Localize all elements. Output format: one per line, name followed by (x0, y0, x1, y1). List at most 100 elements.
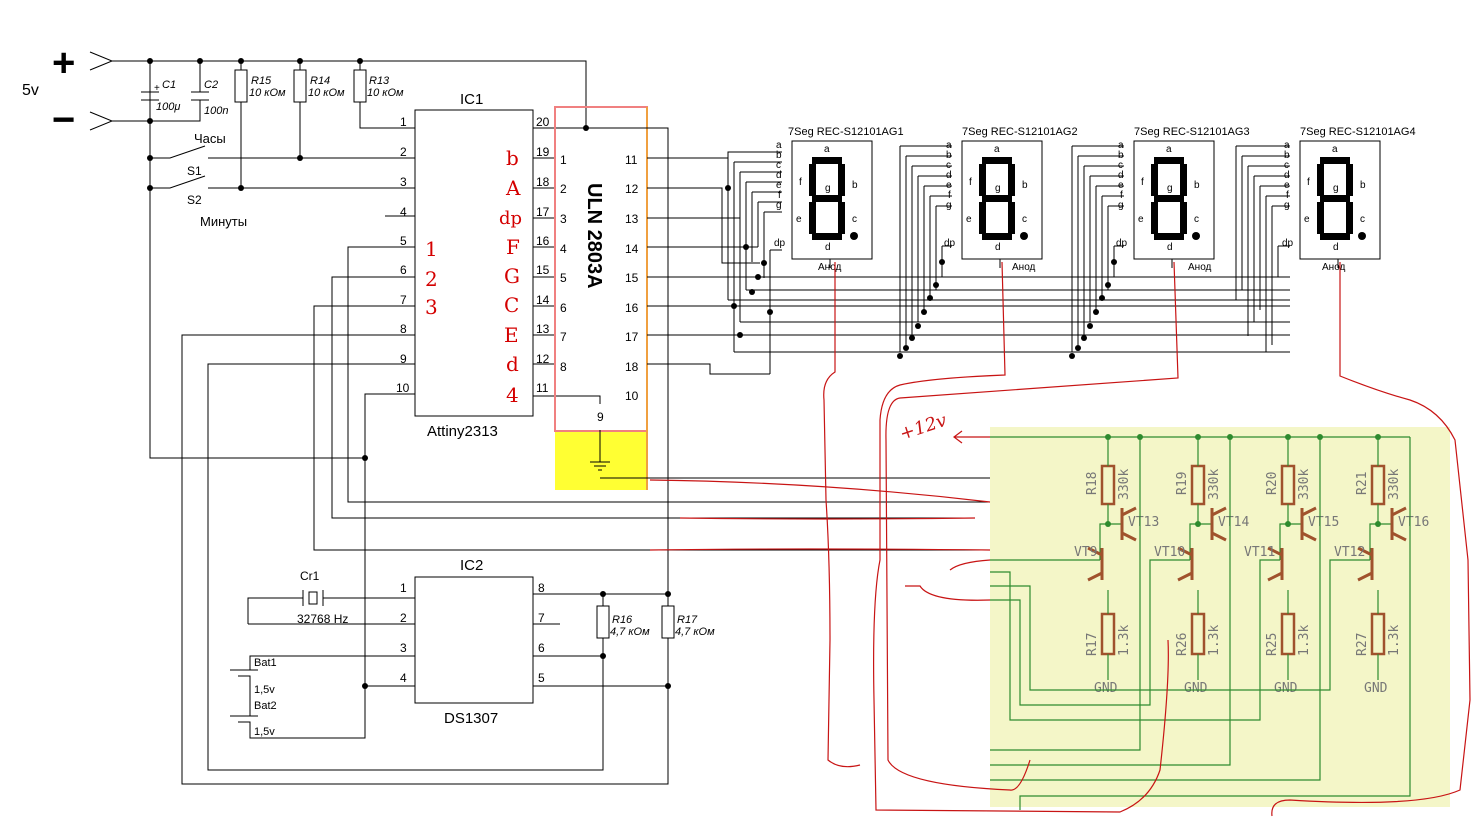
svg-text:g: g (995, 183, 1001, 194)
svg-text:C2: C2 (204, 79, 218, 91)
svg-text:R17: R17 (1085, 633, 1100, 656)
svg-text:f: f (969, 177, 972, 188)
svg-text:G: G (504, 264, 520, 288)
svg-text:GND: GND (1364, 681, 1388, 696)
svg-text:R21: R21 (1355, 472, 1370, 495)
svg-text:12: 12 (536, 352, 550, 366)
svg-text:VT14: VT14 (1218, 515, 1249, 530)
plus-terminal: + (52, 41, 75, 85)
svg-text:11: 11 (536, 381, 549, 395)
segment-notes: b A dp F G C E d 4 1 2 3 (425, 146, 522, 407)
driver-4: R21 330k VT16 VT12 R27 1.3k GND (1334, 434, 1429, 696)
switch-s2: S2 Минуты (150, 175, 415, 229)
svg-text:f: f (1120, 190, 1123, 201)
svg-text:c: c (1360, 214, 1365, 225)
svg-text:1: 1 (425, 237, 438, 261)
svg-text:13: 13 (536, 322, 550, 336)
svg-text:a: a (946, 140, 952, 151)
svg-text:R16: R16 (612, 614, 633, 626)
svg-text:20: 20 (536, 115, 550, 129)
svg-text:a: a (1118, 140, 1124, 151)
svg-text:d: d (506, 352, 519, 376)
resistor-r16: R16 4,7 кОм (207, 363, 650, 771)
svg-text:b: b (776, 150, 782, 161)
svg-text:1: 1 (400, 581, 407, 595)
svg-text:10 кОм: 10 кОм (308, 87, 345, 99)
svg-text:c: c (1194, 214, 1199, 225)
svg-text:330k: 330k (1297, 469, 1312, 500)
svg-text:e: e (776, 180, 782, 191)
svg-text:11: 11 (625, 153, 638, 167)
svg-text:e: e (946, 180, 952, 191)
svg-text:15: 15 (625, 271, 639, 285)
svg-text:Часы: Часы (194, 131, 226, 146)
svg-text:7Seg REC-S12101AG4: 7Seg REC-S12101AG4 (1300, 126, 1416, 138)
svg-text:7: 7 (560, 330, 567, 344)
svg-text:GND: GND (1094, 681, 1118, 696)
uln-gnd-area (555, 430, 647, 490)
resistor-r17: R17 4,7 кОм (181, 127, 715, 785)
svg-text:1.3k: 1.3k (1387, 625, 1402, 656)
svg-text:3: 3 (400, 175, 407, 189)
svg-text:e: e (966, 214, 972, 225)
svg-text:a: a (1332, 144, 1338, 155)
gnd-rail (364, 393, 415, 686)
svg-text:2: 2 (560, 182, 567, 196)
svg-text:d: d (1284, 170, 1290, 181)
svg-text:f: f (948, 190, 951, 201)
svg-text:18: 18 (536, 175, 550, 189)
svg-text:1: 1 (560, 153, 567, 167)
svg-text:8: 8 (538, 581, 545, 595)
svg-text:14: 14 (536, 293, 550, 307)
driver-3: R20 330k VT15 VT11 R25 1.3k GND (1244, 434, 1339, 696)
svg-text:Анод: Анод (1188, 262, 1212, 273)
svg-text:d: d (1118, 170, 1124, 181)
svg-text:Анод: Анод (1322, 262, 1346, 273)
driver-2: R19 330k VT14 VT10 R26 1.3k GND (1154, 434, 1249, 696)
svg-text:17: 17 (625, 330, 639, 344)
svg-text:10 кОм: 10 кОм (367, 87, 404, 99)
svg-text:A: A (505, 176, 521, 200)
svg-text:b: b (1284, 150, 1290, 161)
svg-text:dp: dp (1116, 238, 1128, 249)
svg-text:e: e (1138, 214, 1144, 225)
svg-text:IC2: IC2 (460, 557, 483, 574)
svg-text:b: b (852, 180, 858, 191)
svg-text:c: c (946, 160, 951, 171)
svg-text:g: g (946, 200, 952, 211)
svg-text:g: g (1333, 183, 1339, 194)
svg-text:2: 2 (400, 611, 407, 625)
svg-text:E: E (504, 323, 519, 347)
svg-text:32768 Hz: 32768 Hz (297, 612, 348, 626)
svg-text:6: 6 (560, 301, 567, 315)
svg-text:3: 3 (400, 641, 407, 655)
svg-text:5: 5 (560, 271, 567, 285)
svg-text:2: 2 (400, 145, 407, 159)
svg-text:a: a (776, 140, 782, 151)
svg-text:c: c (1284, 160, 1289, 171)
svg-text:g: g (825, 183, 831, 194)
svg-text:5: 5 (400, 234, 407, 248)
ic1-attiny2313: IC1 Attiny2313 1 2 3 4 5 6 7 8 9 10 20 1… (385, 91, 601, 440)
svg-text:Bat2: Bat2 (254, 700, 277, 712)
minus-terminal: − (52, 98, 75, 142)
uln2803a: ULN 2803A 1 2 3 4 5 6 7 8 11 12 13 14 15… (554, 106, 648, 490)
svg-text:7Seg REC-S12101AG2: 7Seg REC-S12101AG2 (962, 126, 1078, 138)
svg-text:7Seg REC-S12101AG3: 7Seg REC-S12101AG3 (1134, 126, 1250, 138)
svg-text:d: d (776, 170, 782, 181)
svg-text:10 кОм: 10 кОм (249, 87, 286, 99)
svg-text:b: b (946, 150, 952, 161)
capacitor-c1: C1 100μ + (141, 61, 180, 121)
resistor-r13: R13 10 кОм (353, 58, 415, 129)
ic2-ds1307: IC2 DS1307 1 2 3 4 8 7 6 5 (400, 557, 671, 727)
svg-text:e: e (1304, 214, 1310, 225)
svg-text:d: d (995, 242, 1001, 253)
svg-text:8: 8 (560, 360, 567, 374)
svg-text:c: c (776, 160, 781, 171)
capacitor-c2: C2 100n (150, 58, 228, 122)
svg-text:4: 4 (400, 205, 407, 219)
svg-text:a: a (1284, 140, 1290, 151)
